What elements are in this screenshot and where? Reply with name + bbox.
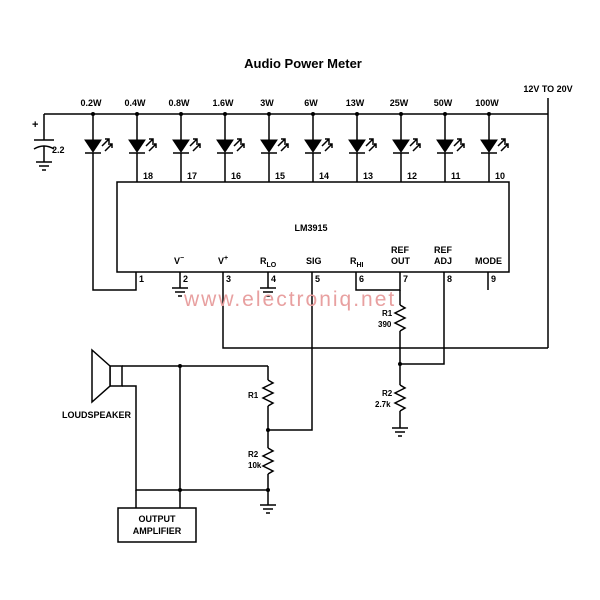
ref-r1-value: 390 — [378, 320, 392, 329]
pin-refout-label-1: REF — [391, 245, 410, 255]
led-pin-number: 13 — [363, 171, 373, 181]
pin-mode-label: MODE — [475, 256, 502, 266]
led-pin-number: 16 — [231, 171, 241, 181]
led-pin-number: 12 — [407, 171, 417, 181]
pin-number-8: 8 — [447, 274, 452, 284]
led-8: 25W 12 — [390, 98, 421, 182]
ref-r1-name: R1 — [382, 309, 393, 318]
led-pin-number: 17 — [187, 171, 197, 181]
capacitor-polarity: + — [32, 119, 38, 131]
led-pin-number: 14 — [319, 171, 329, 181]
pin2-ground-symbol — [172, 272, 188, 297]
capacitor-c1 — [33, 114, 55, 171]
in-r2-name: R2 — [248, 450, 259, 459]
pin-rlo-label: RLO — [260, 256, 277, 269]
led-7: 13W 13 — [346, 98, 377, 182]
loudspeaker-symbol — [91, 348, 123, 404]
diagram-title: Audio Power Meter — [244, 56, 362, 71]
rhi-refout-link — [355, 272, 401, 291]
led-2: 0.4W 18 — [124, 98, 157, 182]
led-1: 0.2W — [80, 98, 113, 160]
led-watt-label: 3W — [260, 98, 274, 108]
led-watt-label: 6W — [304, 98, 318, 108]
led-watt-label: 0.4W — [124, 98, 146, 108]
amp-label-2: AMPLIFIER — [133, 526, 182, 536]
led-pin-number: 10 — [495, 171, 505, 181]
supply-voltage-label: 12V TO 20V — [523, 84, 572, 94]
in-r1-resistor — [261, 379, 275, 407]
led-5: 3W 15 — [260, 98, 289, 182]
pin-sig-label: SIG — [306, 256, 322, 266]
led-watt-label: 0.8W — [168, 98, 190, 108]
input-ground-symbol — [260, 504, 276, 514]
watermark: www.electroniq.net — [183, 288, 396, 311]
in-r1-name: R1 — [248, 391, 259, 400]
led-pin-number: 18 — [143, 171, 153, 181]
pin-number-4: 4 — [271, 274, 276, 284]
pin-vminus-label: V− — [174, 255, 184, 266]
led-watt-label: 100W — [475, 98, 499, 108]
led-6: 6W 14 — [304, 98, 333, 182]
ground-junction-dot — [266, 488, 270, 492]
amp-label-1: OUTPUT — [139, 514, 177, 524]
pin-number-1: 1 — [139, 274, 144, 284]
output-amplifier-box — [117, 507, 197, 543]
pin-refout-label-2: OUT — [391, 256, 411, 266]
ref-r2-name: R2 — [382, 389, 393, 398]
sig-input-wire — [268, 272, 313, 431]
ic-lm3915-body — [116, 181, 510, 273]
refadj-wire — [400, 272, 445, 365]
led-3: 0.8W 17 — [168, 98, 201, 182]
ref-r2-value: 2.7k — [375, 400, 391, 409]
led-4: 1.6W 16 — [212, 98, 245, 182]
vplus-supply-wire — [222, 272, 548, 349]
led-watt-label: 25W — [390, 98, 409, 108]
pin4-ground-symbol — [260, 272, 276, 297]
ref-ground-symbol — [392, 427, 408, 437]
pin-number-3: 3 — [226, 274, 231, 284]
pin-number-2: 2 — [183, 274, 188, 284]
pin-vplus-label: V+ — [218, 255, 228, 266]
pin-number-5: 5 — [315, 274, 320, 284]
led-array: 0.2W 0.4W 18 0.8W 17 1.6W 16 3W 15 6W 14 13W 13 25W 12… — [80, 98, 509, 182]
capacitor-value: 2.2 — [52, 145, 65, 155]
pin-rhi-label: RHI — [350, 256, 364, 269]
pin-refadj-label-2: ADJ — [434, 256, 452, 266]
speaker-return-wire — [122, 366, 181, 491]
led-watt-label: 0.2W — [80, 98, 102, 108]
loudspeaker-label: LOUDSPEAKER — [62, 410, 132, 420]
pin-number-7: 7 — [403, 274, 408, 284]
pin-number-9: 9 — [491, 274, 496, 284]
led-pin-number: 15 — [275, 171, 285, 181]
in-r2-resistor — [261, 447, 275, 475]
ref-r1-resistor — [393, 304, 407, 332]
led-watt-label: 13W — [346, 98, 365, 108]
led-watt-label: 1.6W — [212, 98, 234, 108]
ref-r2-resistor — [393, 384, 407, 412]
pin-number-6: 6 — [359, 274, 364, 284]
led-10: 100W 10 — [475, 98, 509, 182]
pin1-wire — [92, 160, 137, 291]
pin-refadj-label-1: REF — [434, 245, 453, 255]
ref-junction-dot — [398, 362, 402, 366]
led-9: 50W 11 — [434, 98, 465, 182]
led-watt-label: 50W — [434, 98, 453, 108]
in-r2-value: 10k — [248, 461, 262, 470]
ic-label: LM3915 — [294, 223, 327, 233]
led-pin-number: 11 — [451, 171, 461, 181]
